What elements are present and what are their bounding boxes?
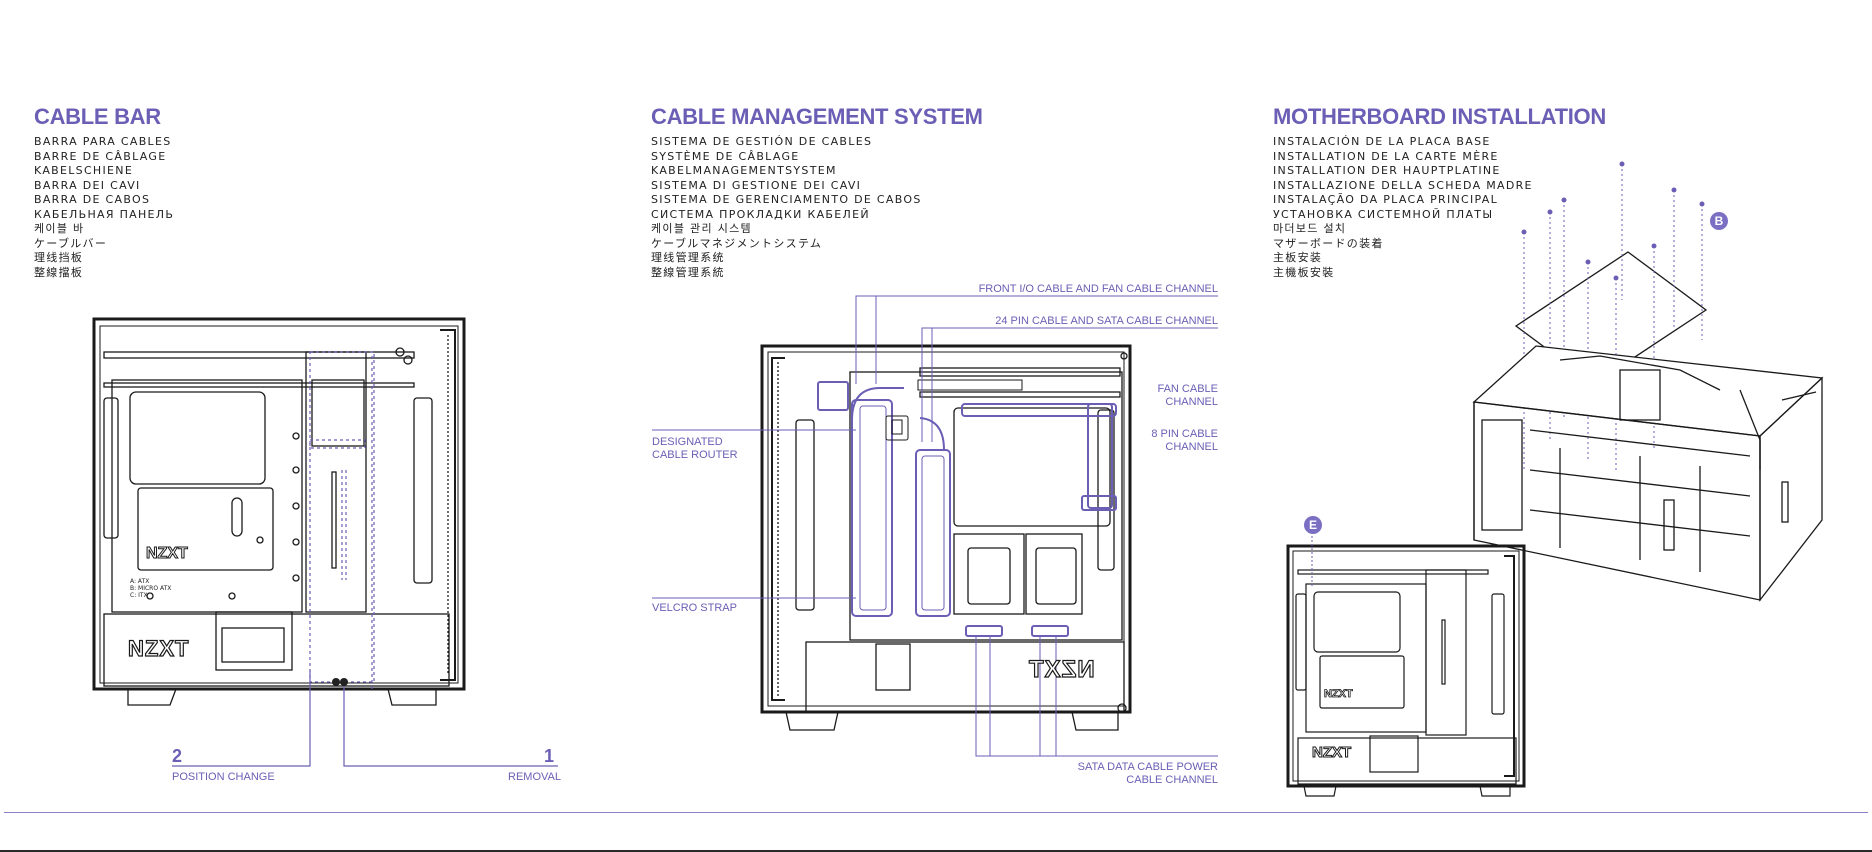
- translation: 主機板安裝: [1273, 265, 1335, 279]
- translation: КАБЕЛЬНАЯ ПАНЕЛЬ: [34, 207, 175, 221]
- translation: KABELSCHIENE: [34, 164, 134, 177]
- callout-sata-2: CABLE CHANNEL: [1126, 774, 1218, 786]
- translation: SISTEMA DE GESTIÓN DE CABLES: [651, 135, 873, 148]
- callout-badge-b: B: [1710, 212, 1728, 230]
- translations-list: SISTEMA DE GESTIÓN DE CABLES SYSTÈME DE …: [651, 135, 983, 280]
- translation: 整線擋板: [34, 265, 84, 279]
- callout-sata-1: SATA DATA CABLE POWER: [1077, 761, 1218, 773]
- callout-cable-router-1: DESIGNATED: [652, 436, 723, 448]
- section-motherboard: MOTHERBOARD INSTALLATION INSTALACIÓN DE …: [1273, 104, 1606, 280]
- translation: 마더보드 설치: [1273, 222, 1347, 235]
- callout-24pin: 24 PIN CABLE AND SATA CABLE CHANNEL: [995, 315, 1218, 327]
- translation: 主板安装: [1273, 251, 1323, 264]
- translation: マザーボードの装着: [1273, 236, 1384, 250]
- translation: ケーブルマネジメントシステム: [651, 236, 823, 250]
- translation: INSTALLATION DER HAUPTPLATINE: [1273, 164, 1501, 177]
- translation: SYSTÈME DE CÂBLAGE: [651, 149, 800, 163]
- callout-fan-channel-2: CHANNEL: [1165, 396, 1218, 408]
- translation: SISTEMA DE GERENCIAMENTO DE CABOS: [651, 193, 922, 206]
- translation: 케이블 관리 시스템: [651, 222, 752, 235]
- translation: BARRA DE CABOS: [34, 193, 151, 206]
- step-label-removal: REMOVAL: [508, 771, 561, 783]
- translation: BARRA PARA CABLES: [34, 135, 172, 148]
- size-label: A: ATX: [130, 578, 150, 585]
- translation: BARRE DE CÂBLAGE: [34, 149, 167, 163]
- section-cable-management: CABLE MANAGEMENT SYSTEM SISTEMA DE GESTI…: [651, 104, 983, 280]
- motherboard-board-brand: NZXT: [1324, 688, 1354, 701]
- motherboard-case-brand: NZXT: [1311, 744, 1352, 762]
- bottom-border: [0, 850, 1872, 852]
- translation: SISTEMA DI GESTIONE DEI CAVI: [651, 178, 862, 192]
- translations-list: INSTALACIÓN DE LA PLACA BASE INSTALLATIO…: [1273, 135, 1606, 280]
- translation: ケーブルバー: [34, 236, 108, 250]
- translation: BARRA DEI CAVI: [34, 178, 141, 192]
- cable-bar-board-brand: NZXT: [146, 545, 189, 563]
- translation: 理线挡板: [34, 251, 84, 264]
- callout-8pin-1: 8 PIN CABLE: [1151, 428, 1218, 440]
- translation: 整線管理系統: [651, 265, 725, 279]
- translation: УСТАНОВКА СИСТЕМНОЙ ПЛАТЫ: [1273, 207, 1494, 221]
- callout-velcro-strap: VELCRO STRAP: [652, 602, 737, 614]
- translation: INSTALLATION DE LA CARTE MÈRE: [1273, 149, 1499, 163]
- translation: KABELMANAGEMENTSYSTEM: [651, 164, 837, 177]
- step-number-1: 1: [544, 746, 555, 766]
- callout-fan-channel-1: FAN CABLE: [1157, 383, 1218, 395]
- translation: INSTALLAZIONE DELLA SCHEDA MADRE: [1273, 178, 1533, 192]
- size-label: B: MICRO ATX: [130, 585, 172, 592]
- callout-cable-router-2: CABLE ROUTER: [652, 449, 738, 461]
- footer-divider: [4, 812, 1868, 813]
- section-cable-bar: CABLE BAR BARRA PARA CABLES BARRE DE CÂB…: [34, 104, 174, 280]
- callout-8pin-2: CHANNEL: [1165, 441, 1218, 453]
- translation: 理线管理系统: [651, 251, 725, 264]
- section-title: CABLE MANAGEMENT SYSTEM: [651, 104, 983, 129]
- size-label: C: ITX: [130, 592, 148, 599]
- step-number-2: 2: [172, 746, 183, 766]
- callout-front-io: FRONT I/O CABLE AND FAN CABLE CHANNEL: [978, 283, 1218, 295]
- translation: INSTALAÇÃO DA PLACA PRINCIPAL: [1273, 193, 1499, 206]
- section-title: MOTHERBOARD INSTALLATION: [1273, 104, 1606, 129]
- callout-badge-e: E: [1304, 516, 1322, 534]
- cable-bar-case-brand: NZXT: [127, 635, 190, 661]
- section-title: CABLE BAR: [34, 104, 161, 129]
- translation: INSTALACIÓN DE LA PLACA BASE: [1273, 135, 1491, 148]
- translation: СИСТЕМА ПРОКЛАДКИ КАБЕЛЕЙ: [651, 207, 870, 221]
- translations-list: BARRA PARA CABLES BARRE DE CÂBLAGE KABEL…: [34, 135, 174, 280]
- translation: 케이블 바: [34, 222, 85, 235]
- board-size-labels: A: ATX B: MICRO ATX C: ITX: [130, 578, 171, 599]
- step-label-position-change: POSITION CHANGE: [172, 771, 275, 783]
